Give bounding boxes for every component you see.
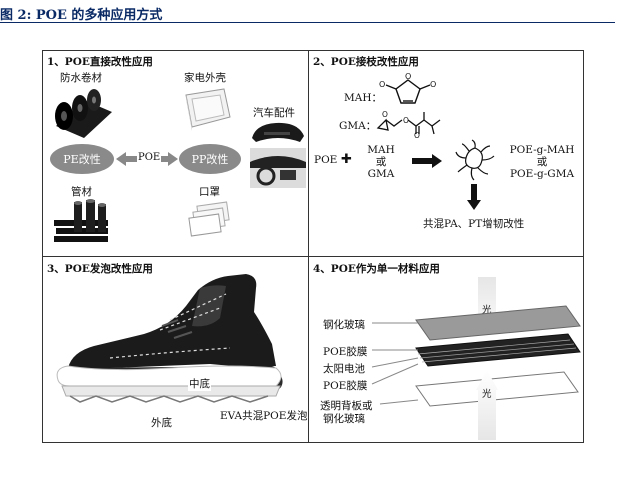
poe-center-label: POE [137,152,162,163]
backsheet-label-line2: 钢化玻璃 [323,413,365,425]
plus-icon: ✚ [341,152,352,167]
tempered-glass-label: 钢化玻璃 [323,319,365,331]
mah-reactant: MAH [367,144,395,156]
toughening-result-label: 共混PA、PT增韧改性 [423,218,525,230]
backsheet-label-line1: 透明背板或 [320,400,373,412]
mask-label: 口罩 [199,186,220,198]
pipes-image [54,199,108,242]
svg-text:O: O [414,131,420,140]
eva-foam-label: EVA共混POE发泡 [220,410,308,422]
outsole-label: 外底 [151,417,172,429]
svg-text:O: O [379,80,385,89]
product-poe-g-gma: POE-g-GMA [509,168,575,180]
sneaker-image [56,274,283,403]
svg-text:O: O [430,80,436,89]
product-poe-g-mah: POE-g-MAH [509,144,575,156]
midsole-label: 中底 [188,376,211,391]
poe-film-label-1: POE胶膜 [323,346,368,358]
svg-text:O: O [382,110,388,119]
or-label-2: 或 [536,156,548,168]
car-bumper-image [252,122,304,142]
pe-modification-node: PE改性 [50,144,114,174]
light-label-bottom: 光 [482,389,492,400]
gma-reactant: GMA [367,168,395,180]
mah-structure-icon: O O O [379,72,436,104]
waterproof-roll-image [55,89,112,138]
grafted-polymer-icon [455,139,495,181]
pipe-label: 管材 [71,186,92,198]
waterproof-label: 防水卷材 [60,72,102,84]
light-label-top: 光 [482,305,492,316]
auto-parts-label: 汽车配件 [253,107,295,119]
figure-title: 图 2: POE 的多种应用方式 [0,8,163,23]
panel-1-title: 1、POE直接改性应用 [47,56,153,68]
horizontal-divider [42,256,584,257]
diagram-frame [42,50,584,443]
gma-structure-icon: O O O [376,110,441,140]
panel-2-title: 2、POE接枝改性应用 [313,56,419,68]
svg-text:O: O [403,116,409,125]
right-arrow-icon [412,154,442,168]
appliance-housing-image [185,88,231,131]
appliance-label: 家电外壳 [184,72,226,84]
panel-4-title: 4、POE作为单一材料应用 [313,263,440,275]
pp-modification-node: PP改性 [179,144,241,174]
title-rule [0,22,615,23]
mah-label: MAH： [344,92,382,104]
solar-module-layers [415,305,581,407]
light-arrow-bottom [476,370,498,440]
car-interior-image [250,148,306,188]
poe-reactant-label: POE [314,154,338,166]
gma-label: GMA： [339,120,377,132]
face-masks-image [188,201,230,237]
vertical-divider [308,50,309,443]
or-label-1: 或 [375,156,387,168]
down-arrow-icon [467,184,481,210]
svg-text:O: O [405,72,411,81]
panel-3-title: 3、POE发泡改性应用 [47,263,153,275]
poe-film-label-2: POE胶膜 [323,380,368,392]
solar-cell-label: 太阳电池 [323,363,365,375]
